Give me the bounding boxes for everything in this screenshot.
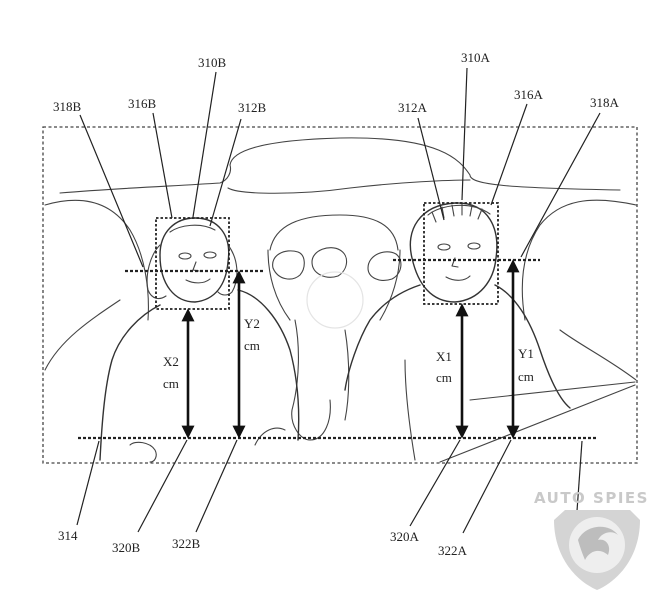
label-312A: 312A	[398, 100, 428, 115]
measure-X2-unit: cm	[163, 376, 179, 391]
label-310B: 310B	[198, 55, 227, 70]
label-310A: 310A	[461, 50, 491, 65]
measure-X1: X1	[436, 349, 452, 364]
label-322A: 322A	[438, 543, 468, 558]
label-316B: 316B	[128, 96, 157, 111]
label-314-left: 314	[58, 528, 78, 543]
label-322B: 322B	[172, 536, 201, 551]
label-316A: 316A	[514, 87, 544, 102]
measure-X1-unit: cm	[436, 370, 452, 385]
label-320A: 320A	[390, 529, 420, 544]
leader-lines	[76, 67, 601, 534]
label-318B: 318B	[53, 99, 82, 114]
head-box-310A	[423, 202, 499, 305]
watermark-logo	[554, 510, 640, 590]
label-320B: 320B	[112, 540, 141, 555]
label-312B: 312B	[238, 100, 267, 115]
cabin-interior	[44, 137, 637, 441]
watermark: AUTO SPIES	[534, 489, 649, 590]
measure-X2: X2	[163, 354, 179, 369]
measure-Y2: Y2	[244, 316, 260, 331]
measure-Y1: Y1	[518, 346, 534, 361]
watermark-text: AUTO SPIES	[534, 489, 649, 507]
cabin-frame	[42, 126, 638, 464]
label-318A: 318A	[590, 95, 620, 110]
measure-Y1-unit: cm	[518, 369, 534, 384]
occupant-b	[99, 217, 300, 463]
measure-Y2-unit: cm	[244, 338, 260, 353]
occupant-a	[344, 202, 636, 463]
